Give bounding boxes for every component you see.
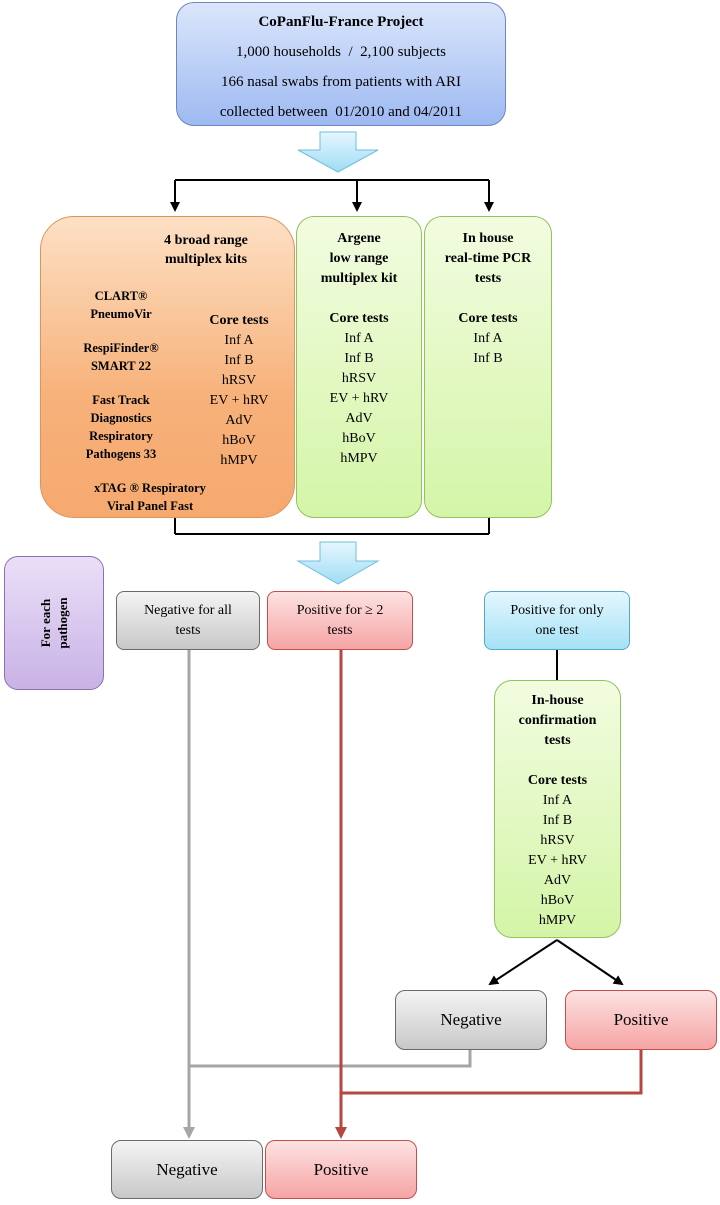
kit-name: Viral Panel Fast bbox=[106, 499, 194, 513]
arrow-to-confirm-positive bbox=[556, 939, 624, 986]
inhouse-title-line: tests bbox=[474, 271, 502, 286]
broad-range-title-line2: multiplex kits bbox=[164, 252, 248, 267]
final-negative-label: Negative bbox=[156, 1160, 218, 1179]
final-positive-label: Positive bbox=[313, 1160, 369, 1179]
core-test: hRSV bbox=[341, 371, 377, 386]
arrow-to-confirm-negative bbox=[488, 939, 558, 986]
kit-xtag: xTAG ® Respiratory Viral Panel Fast bbox=[75, 479, 225, 515]
kit-name: Respiratory bbox=[89, 429, 153, 443]
core-test: hBoV bbox=[342, 431, 376, 446]
argene-box: Argene low range multiplex kit Core test… bbox=[296, 216, 422, 518]
core-test: Inf B bbox=[224, 353, 254, 368]
confirm-positive-box: Positive bbox=[565, 990, 717, 1050]
positive-path bbox=[335, 650, 643, 1139]
core-test: hBoV bbox=[540, 893, 575, 908]
core-test: EV + hRV bbox=[329, 391, 389, 406]
project-box: CoPanFlu-France Project 1,000 households… bbox=[176, 2, 506, 126]
kit-name: RespiFinder® bbox=[83, 341, 159, 355]
for-each-pathogen-box: For each pathogen bbox=[4, 556, 104, 690]
positive-one-test-box: Positive for only one test bbox=[484, 591, 630, 650]
argene-core-title: Core tests bbox=[329, 311, 389, 326]
core-test: hRSV bbox=[540, 833, 575, 848]
kit-name: CLART® bbox=[94, 289, 148, 303]
merge-connector bbox=[174, 518, 490, 535]
positive-two-line: Positive for ≥ 2 bbox=[296, 603, 384, 618]
inhouse-title-line: In house bbox=[462, 231, 514, 246]
core-test: Inf B bbox=[344, 351, 374, 366]
project-swabs: 166 nasal swabs from patients with ARI bbox=[221, 74, 461, 90]
kit-name: xTAG ® Respiratory bbox=[94, 481, 206, 495]
kit-name: Fast Track bbox=[92, 393, 150, 407]
confirmation-tests-box: In-house confirmation tests Core tests I… bbox=[494, 680, 621, 938]
confirm-title-line: tests bbox=[544, 733, 571, 748]
inhouse-pcr-box: In house real-time PCR tests Core tests … bbox=[424, 216, 552, 518]
for-each-line: pathogen bbox=[55, 597, 70, 649]
broad-range-title-line1: 4 broad range bbox=[164, 233, 248, 248]
kit-name: Pathogens 33 bbox=[85, 447, 157, 461]
block-arrow-top bbox=[297, 131, 379, 173]
core-test: hMPV bbox=[220, 453, 258, 468]
core-test: AdV bbox=[345, 411, 373, 426]
argene-title-line: low range bbox=[329, 251, 389, 266]
final-negative-box: Negative bbox=[111, 1140, 263, 1199]
core-test: EV + hRV bbox=[209, 393, 269, 408]
core-test: Inf B bbox=[542, 813, 573, 828]
core-test: Inf A bbox=[224, 333, 254, 348]
confirm-positive-label: Positive bbox=[613, 1010, 669, 1029]
broad-range-box: 4 broad range multiplex kits CLART® Pneu… bbox=[40, 216, 295, 518]
argene-title-line: multiplex kit bbox=[320, 271, 398, 286]
core-test: hBoV bbox=[222, 433, 256, 448]
core-test: Inf A bbox=[473, 331, 503, 346]
project-period: collected between 01/2010 and 04/2011 bbox=[219, 104, 463, 120]
core-test: hMPV bbox=[340, 451, 378, 466]
negative-all-line: Negative for all bbox=[144, 603, 232, 618]
confirm-title-line: confirmation bbox=[518, 713, 597, 728]
broad-core-title: Core tests bbox=[209, 313, 269, 328]
kit-fast-track: Fast Track Diagnostics Respiratory Patho… bbox=[45, 391, 197, 463]
confirm-core-title: Core tests bbox=[527, 773, 588, 788]
core-test: AdV bbox=[225, 413, 253, 428]
inhouse-core-title: Core tests bbox=[458, 311, 518, 326]
core-test: EV + hRV bbox=[528, 853, 587, 868]
negative-path bbox=[183, 650, 472, 1139]
inhouse-title-line: real-time PCR bbox=[444, 251, 532, 266]
final-positive-box: Positive bbox=[265, 1140, 417, 1199]
core-test: hRSV bbox=[221, 373, 257, 388]
positive-one-line: Positive for only bbox=[510, 603, 604, 618]
argene-title-line: Argene bbox=[337, 231, 381, 246]
split-connector bbox=[170, 179, 494, 212]
core-test: AdV bbox=[543, 873, 572, 888]
kit-name: SMART 22 bbox=[90, 359, 152, 373]
core-test: Inf B bbox=[473, 351, 503, 366]
confirm-negative-box: Negative bbox=[395, 990, 547, 1050]
for-each-line: For each bbox=[38, 598, 53, 648]
kit-respifinder: RespiFinder® SMART 22 bbox=[45, 339, 197, 375]
kit-clart: CLART® PneumoVir bbox=[45, 287, 197, 323]
confirm-title-line: In-house bbox=[531, 693, 584, 708]
core-test: Inf A bbox=[344, 331, 374, 346]
negative-all-tests-box: Negative for all tests bbox=[116, 591, 260, 650]
kit-name: Diagnostics bbox=[90, 411, 152, 425]
project-households: 1,000 households / 2,100 subjects bbox=[236, 44, 446, 60]
block-arrow-middle bbox=[296, 541, 380, 585]
confirm-negative-label: Negative bbox=[440, 1010, 502, 1029]
negative-all-line: tests bbox=[175, 623, 201, 638]
positive-two-line: tests bbox=[327, 623, 353, 638]
project-title: CoPanFlu-France Project bbox=[258, 14, 424, 30]
positive-one-line: one test bbox=[535, 623, 579, 638]
positive-two-tests-box: Positive for ≥ 2 tests bbox=[267, 591, 413, 650]
kit-name: PneumoVir bbox=[90, 307, 152, 321]
core-test: Inf A bbox=[542, 793, 573, 808]
core-test: hMPV bbox=[538, 913, 577, 928]
